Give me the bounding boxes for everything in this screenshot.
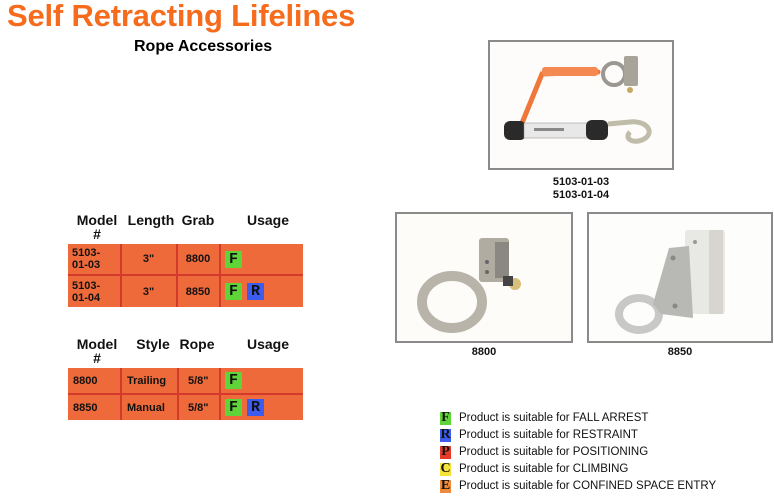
legend-item-restraint: R Product is suitable for RESTRAINT (440, 427, 638, 443)
image-caption: 8850 (667, 346, 693, 358)
table-row: 8850 Manual 5/8" F R (68, 395, 303, 420)
style-cell: Manual (127, 401, 165, 414)
fall-arrest-badge: F (225, 372, 242, 389)
restraint-badge: R (247, 399, 264, 416)
legend-item-climbing: C Product is suitable for CLIMBING (440, 461, 628, 477)
image-caption: 5103-01-03 5103-01-04 (500, 176, 662, 202)
rope-grab-8850-illustration (589, 214, 771, 341)
caption-line2: 5103-01-04 (552, 189, 610, 201)
image-caption: 8800 (471, 346, 497, 358)
table-body: 5103- 01-03 3" 8800 F 5103- 01-04 3" 885… (68, 244, 303, 307)
row-divider (68, 274, 303, 276)
length-cell: 3" (142, 285, 155, 298)
model-line1: 5103- (72, 247, 101, 259)
column-divider (177, 368, 179, 420)
header-style: Style (136, 336, 170, 352)
lanyard-illustration (490, 42, 672, 168)
column-divider (120, 368, 122, 420)
model-cell: 5103- 01-03 (72, 244, 122, 274)
rope-cell: 5/8" (188, 374, 209, 387)
table-header: Model # Length Grab Usage (68, 212, 303, 244)
header-model-hash: # (93, 350, 101, 366)
table-row: 5103- 01-04 3" 8850 F R (68, 276, 303, 307)
climbing-icon: C (440, 461, 451, 476)
row-divider (68, 393, 303, 395)
length-cell: 3" (142, 253, 155, 265)
model-cell: 8800 (73, 374, 98, 387)
header-model-hash: # (93, 226, 101, 242)
legend-text: Product is suitable for CONFINED SPACE E… (459, 480, 717, 492)
column-divider (219, 368, 221, 420)
column-divider (120, 244, 122, 307)
page-subtitle: Rope Accessories (134, 38, 273, 55)
model-cell: 5103- 01-04 (72, 276, 122, 307)
legend-text: Product is suitable for POSITIONING (459, 446, 649, 458)
fall-arrest-badge: F (225, 283, 242, 300)
header-grab: Grab (181, 212, 215, 228)
model-line2: 01-03 (72, 259, 101, 271)
product-image-lanyard (488, 40, 674, 170)
style-cell: Trailing (127, 374, 167, 387)
header-model: Model (76, 212, 118, 228)
caption-line1: 5103-01-03 (552, 176, 610, 188)
table-row: 5103- 01-03 3" 8800 F (68, 244, 303, 274)
usage-cell: F (225, 244, 303, 274)
model-line1: 5103- (72, 279, 101, 292)
legend-item-fall-arrest: F Product is suitable for FALL ARREST (440, 410, 648, 426)
positioning-icon: P (440, 444, 451, 459)
model-line2: 01-04 (72, 291, 101, 304)
legend-text: Product is suitable for FALL ARREST (459, 412, 649, 424)
header-length: Length (127, 212, 175, 228)
legend-text: Product is suitable for CLIMBING (459, 463, 629, 475)
header-usage: Usage (246, 336, 290, 352)
legend-item-confined-space: E Product is suitable for CONFINED SPACE… (440, 478, 716, 494)
model-cell: 8850 (73, 401, 98, 414)
product-image-8800 (395, 212, 573, 343)
legend-text: Product is suitable for RESTRAINT (459, 429, 638, 441)
usage-cell: F (225, 368, 303, 393)
confined-space-icon: E (440, 478, 451, 493)
fall-arrest-badge: F (225, 250, 242, 268)
product-image-8850 (587, 212, 773, 343)
rope-grab-8800-illustration (397, 214, 571, 341)
table-row: 8800 Trailing 5/8" F (68, 368, 303, 393)
rope-cell: 5/8" (188, 401, 209, 414)
fall-arrest-icon: F (440, 410, 451, 425)
column-divider (176, 244, 178, 307)
header-usage: Usage (246, 212, 290, 228)
usage-cell: F R (225, 276, 303, 307)
restraint-badge: R (247, 283, 264, 300)
grab-cell: 8800 (185, 253, 211, 265)
grab-cell: 8850 (185, 285, 211, 298)
restraint-icon: R (440, 427, 451, 442)
fall-arrest-badge: F (225, 399, 242, 416)
table-header: Model # Style Rope Usage (68, 336, 303, 368)
header-model: Model (76, 336, 118, 352)
column-divider (219, 244, 221, 307)
table-body: 8800 Trailing 5/8" F 8850 Manual 5/8" F … (68, 368, 303, 420)
header-rope: Rope (179, 336, 215, 352)
legend-item-positioning: P Product is suitable for POSITIONING (440, 444, 648, 460)
usage-cell: F R (225, 395, 303, 420)
page-title: Self Retracting Lifelines (7, 0, 356, 33)
